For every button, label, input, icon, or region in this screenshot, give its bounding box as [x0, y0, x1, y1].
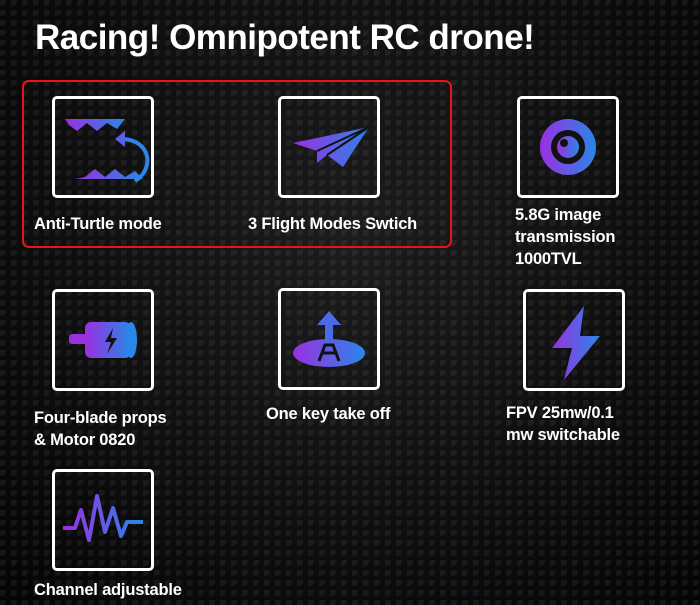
feature-label: Channel adjustable [34, 581, 182, 599]
motor-icon [69, 322, 137, 358]
feature-label-line: 1000TVL [515, 250, 582, 268]
feature-label-line: transmission [515, 228, 616, 246]
feature-takeoff [278, 288, 380, 390]
feature-label-line: FPV 25mw/0.1 [506, 404, 614, 422]
feature-anti-turtle [52, 96, 154, 198]
feature-image-transmission [517, 96, 619, 198]
paper-plane-icon [293, 126, 370, 167]
feature-motor [52, 289, 154, 391]
camera-lens-icon [540, 119, 596, 175]
page-title: Racing! Omnipotent RC drone! [35, 18, 535, 57]
feature-label: Anti-Turtle mode [34, 215, 162, 233]
feature-label-line: & Motor 0820 [34, 431, 136, 449]
anti-turtle-icon [65, 119, 150, 183]
feature-flight-modes [278, 96, 380, 198]
lightning-icon [552, 306, 600, 380]
feature-channel [52, 469, 154, 571]
highlight-frame [22, 80, 452, 248]
feature-label-line: Four-blade props [34, 409, 167, 427]
waveform-icon [63, 494, 143, 542]
feature-label: 3 Flight Modes Swtich [248, 215, 418, 233]
feature-fpv-power [523, 289, 625, 391]
feature-label-line: mw switchable [506, 426, 620, 444]
feature-label-line: 5.8G image [515, 206, 602, 224]
feature-label: One key take off [266, 405, 391, 423]
takeoff-icon [293, 311, 365, 367]
